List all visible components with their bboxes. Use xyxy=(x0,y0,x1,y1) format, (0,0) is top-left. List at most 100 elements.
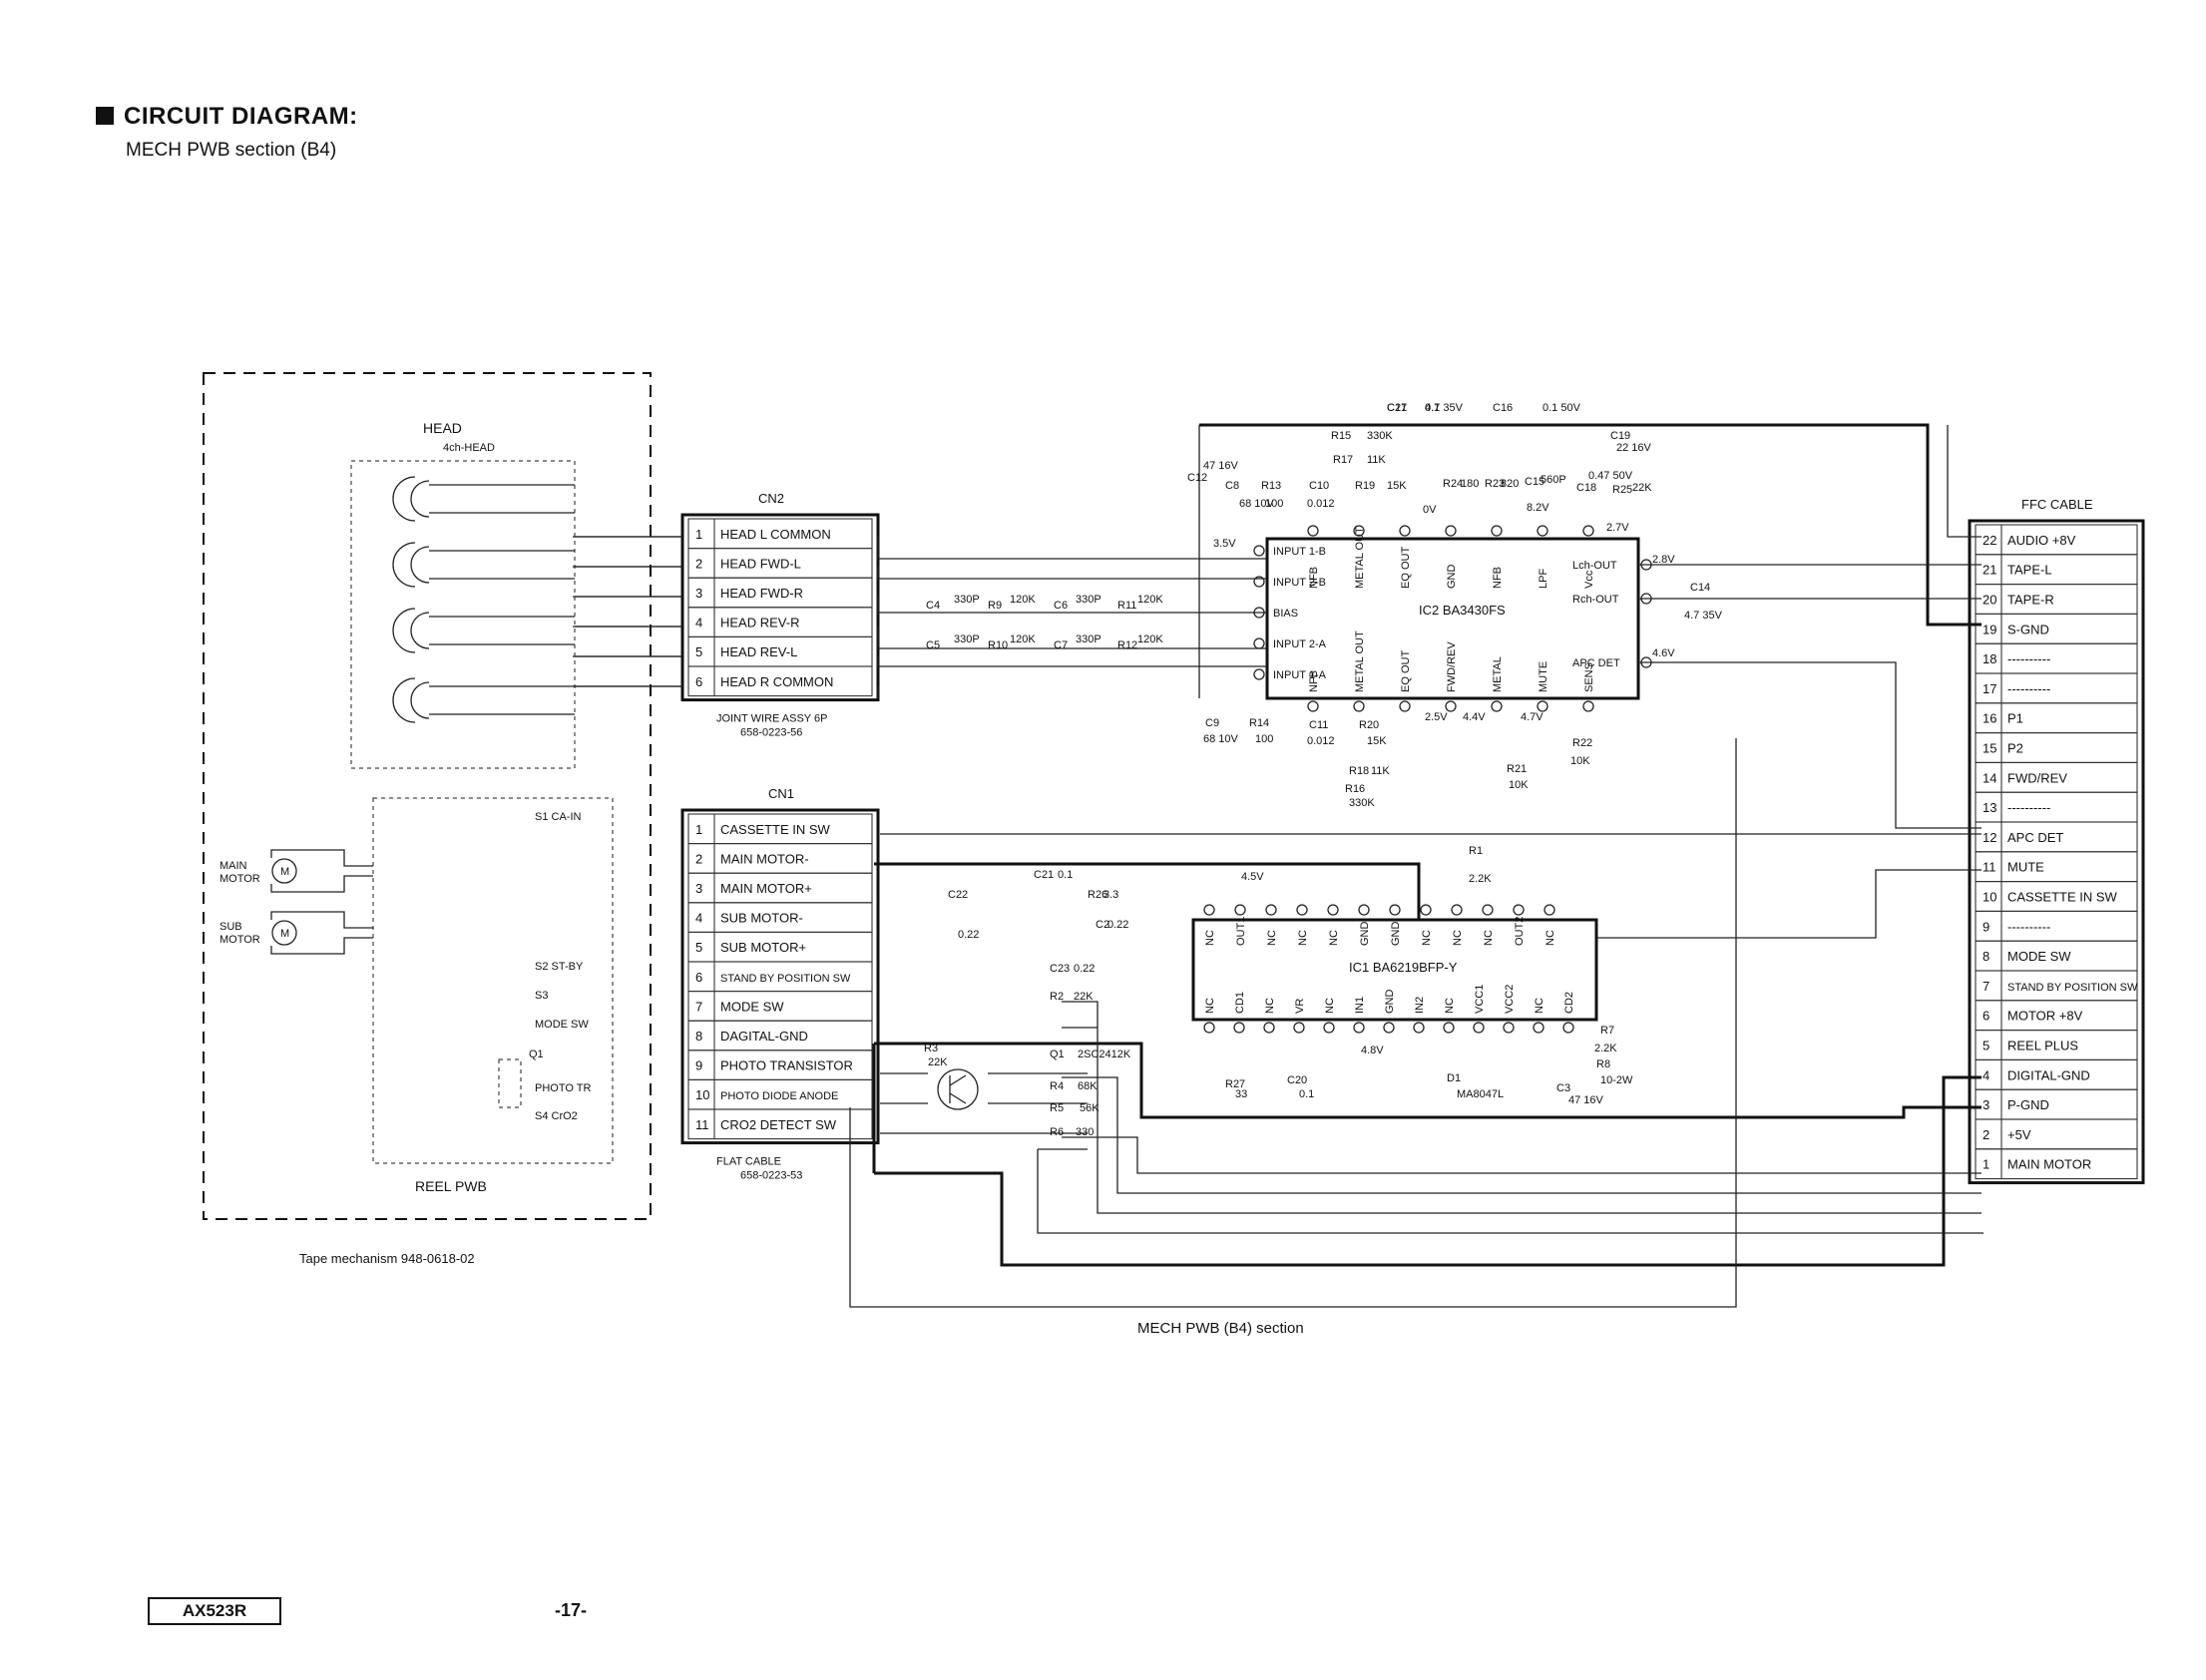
component-label: R26 xyxy=(1088,889,1107,901)
sub-motor-icon xyxy=(271,920,297,946)
component-label: C18 xyxy=(1576,482,1596,494)
ffc-pin-label: ---------- xyxy=(2007,919,2050,934)
cn1-pin-number: 9 xyxy=(695,1058,702,1073)
cn2-pin-number: 6 xyxy=(695,674,702,689)
component-label: 120K xyxy=(1137,633,1163,645)
head-sub-label: 4ch-HEAD xyxy=(443,442,495,454)
ffc-pin-label: MUTE xyxy=(2007,860,2044,875)
head-coil-inner-icon xyxy=(410,546,430,584)
head-coil-icon xyxy=(392,608,416,653)
main-motor-label-1: MAIN xyxy=(220,860,247,872)
component-label: R1 xyxy=(1469,845,1483,857)
ffc-pin-label: MOTOR +8V xyxy=(2007,1009,2083,1024)
ic1-body xyxy=(1191,918,1598,1022)
ic1-top-pin-label: OUT2 xyxy=(1514,917,1526,946)
page-title-text: CIRCUIT DIAGRAM: xyxy=(124,103,358,130)
component-label: R23 xyxy=(1485,478,1505,490)
ic1-top-pin-label: NC xyxy=(1544,930,1556,946)
component-label: R8 xyxy=(1596,1058,1610,1070)
ffc-pin-number: 6 xyxy=(1983,1009,1989,1024)
ffc-pin-number: 12 xyxy=(1983,830,1996,845)
ic1-top-pin-label: NC xyxy=(1421,930,1433,946)
component-label: R18 xyxy=(1349,765,1369,777)
ic1-bottom-pin-label: NC xyxy=(1324,998,1336,1014)
section-label: MECH PWB (B4) section xyxy=(1137,1320,1304,1337)
component-label: C7 xyxy=(1054,639,1068,651)
component-label: C21 xyxy=(1034,869,1054,881)
cn1-pin-number: 1 xyxy=(695,822,702,837)
cn1-pin-label: PHOTO DIODE ANODE xyxy=(720,1090,838,1102)
component-label: 0.22 xyxy=(1074,963,1095,975)
component-label: R3 xyxy=(924,1043,938,1054)
ffc-pin-number: 15 xyxy=(1983,741,1996,756)
page-title: CIRCUIT DIAGRAM: xyxy=(96,103,358,131)
ffc-pin-number: 18 xyxy=(1983,651,1996,666)
cn2-pin-number: 3 xyxy=(695,586,702,601)
ffc-pin-number: 2 xyxy=(1983,1127,1989,1142)
component-label: C9 xyxy=(1205,717,1219,729)
ffc-pin-label: P1 xyxy=(2007,711,2023,726)
ffc-pin-number: 16 xyxy=(1983,711,1996,726)
ic1-bottom-pin-label: CD2 xyxy=(1563,992,1575,1014)
main-motor-m: M xyxy=(280,866,289,878)
component-label: Q1 xyxy=(1050,1049,1065,1060)
ffc-pin-label: REEL PLUS xyxy=(2007,1039,2078,1053)
photo-sensor-box xyxy=(498,1058,522,1108)
voltage-label: 8.2V xyxy=(1527,502,1549,514)
ic1-bottom-pin-label: VCC1 xyxy=(1474,985,1486,1014)
component-label: R4 xyxy=(1050,1080,1064,1092)
voltage-label: 2.8V xyxy=(1652,554,1675,566)
ic2-right-pin-label: APC DET xyxy=(1572,657,1620,669)
head-coil-icon xyxy=(392,677,416,723)
square-bullet-icon xyxy=(96,107,114,125)
ic1-name: IC1 BA6219BFP-Y xyxy=(1349,960,1458,975)
component-label: R5 xyxy=(1050,1102,1064,1114)
ffc-pin-number: 13 xyxy=(1983,800,1996,815)
cn2-pin-label: HEAD REV-R xyxy=(720,616,799,630)
q1-transistor-icon xyxy=(937,1068,979,1110)
ic2-left-pin-label: INPUT 1-B xyxy=(1273,546,1326,558)
component-label: C20 xyxy=(1287,1074,1307,1086)
ic1-top-pin-label: NC xyxy=(1483,930,1495,946)
ic2-top-pin-label: NFB xyxy=(1308,567,1320,589)
cn2-caption-2: 658-0223-56 xyxy=(740,727,802,739)
ffc-pin-number: 14 xyxy=(1983,770,1996,785)
photo-tr-label: PHOTO TR xyxy=(535,1082,591,1094)
cn2-pin-number: 5 xyxy=(695,644,702,659)
component-label: C11 xyxy=(1309,719,1328,731)
component-label: 820 xyxy=(1501,478,1519,490)
cn1-title: CN1 xyxy=(768,786,794,801)
tape-mechanism-label: Tape mechanism 948-0618-02 xyxy=(299,1251,475,1266)
cn2-pin-number: 1 xyxy=(695,527,702,542)
component-label: 47 16V xyxy=(1568,1094,1604,1106)
ffc-title: FFC CABLE xyxy=(2021,497,2093,512)
component-label: C21 xyxy=(1387,402,1407,414)
component-label: 11K xyxy=(1371,765,1390,777)
cn2-pin-cell xyxy=(687,665,873,697)
component-label: C16 xyxy=(1493,402,1513,414)
component-label: 330P xyxy=(1076,594,1102,606)
ffc-pin-number: 7 xyxy=(1983,979,1989,994)
component-label: C17 xyxy=(1387,402,1407,414)
ic1-top-pin-label: GND xyxy=(1390,922,1402,947)
component-label: 100 xyxy=(1265,498,1283,510)
component-label: 22K xyxy=(1074,991,1094,1003)
ffc-pin-label: S-GND xyxy=(2007,622,2049,636)
ffc-pin-label: FWD/REV xyxy=(2007,770,2067,785)
voltage-label: 4.7V xyxy=(1521,711,1544,723)
ic2-right-pin-label: Lch-OUT xyxy=(1572,560,1617,572)
cn1-body xyxy=(680,808,880,1145)
voltage-label: 2.5V xyxy=(1425,711,1448,723)
ffc-pin-number: 20 xyxy=(1983,593,1996,608)
component-label: R2 xyxy=(1050,991,1064,1003)
cn2-pin-number: 4 xyxy=(695,616,702,630)
cn1-pin-label: SUB MOTOR+ xyxy=(720,940,806,955)
ic2-body xyxy=(1265,537,1640,700)
ic2-bottom-pin-label: MUTE xyxy=(1538,661,1549,692)
head-coils xyxy=(392,476,682,723)
reel-pwb-box xyxy=(372,797,614,1164)
component-label: R10 xyxy=(988,639,1008,651)
cn1-pin-number: 10 xyxy=(695,1087,709,1102)
component-label: 0.1 50V xyxy=(1543,402,1581,414)
